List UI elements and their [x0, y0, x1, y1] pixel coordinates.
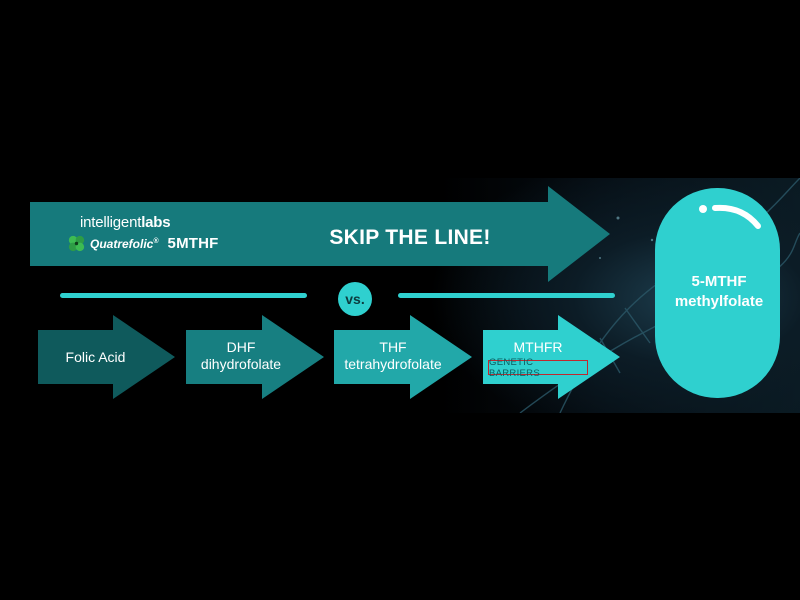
step-label-thf: THF tetrahydrofolate [334, 339, 452, 373]
divider-line-right [398, 293, 615, 298]
capsule-highlight-dot [699, 205, 707, 213]
step-label-folic-acid: Folic Acid [38, 349, 153, 366]
step-arrow-thf [334, 315, 472, 399]
quatrefolic-logo: Quatrefolic® 5MTHF [68, 235, 219, 252]
clover-icon [68, 235, 85, 252]
capsule-line2: methylfolate [674, 293, 764, 310]
step-arrow-mthfr [483, 315, 620, 399]
quatrefolic-name: Quatrefolic® [90, 236, 159, 251]
capsule-line1: 5-MTHF [691, 273, 747, 290]
step-line1: MTHFR [513, 339, 563, 355]
step-line1: Folic Acid [65, 349, 126, 365]
product-suffix: 5MTHF [167, 235, 219, 252]
registered-mark: ® [153, 237, 159, 245]
vs-badge: vs. [338, 282, 372, 316]
skip-the-line-arrow [30, 186, 610, 282]
logo-text-bold: labs [141, 214, 171, 231]
genetic-barriers-label: GENETIC BARRIERS [488, 357, 588, 379]
step-line2: dihydrofolate [200, 356, 282, 372]
intelligentlabs-logo: intelligentlabs [80, 214, 171, 231]
capsule-highlight [712, 204, 761, 229]
logo-text-light: intelligent [80, 214, 142, 231]
capsule-pill [655, 188, 780, 398]
step-arrow-folic-acid [38, 315, 175, 399]
step-line2: tetrahydrofolate [344, 356, 442, 372]
step-label-mthfr: MTHFR [488, 339, 588, 356]
capsule-label: 5-MTHF methylfolate [658, 272, 780, 312]
headline: SKIP THE LINE! [329, 226, 491, 249]
step-arrow-dhf [186, 315, 324, 399]
step-line1: THF [379, 339, 407, 355]
step-label-dhf: DHF dihydrofolate [186, 339, 296, 373]
divider-line-left [60, 293, 307, 298]
step-line1: DHF [226, 339, 256, 355]
